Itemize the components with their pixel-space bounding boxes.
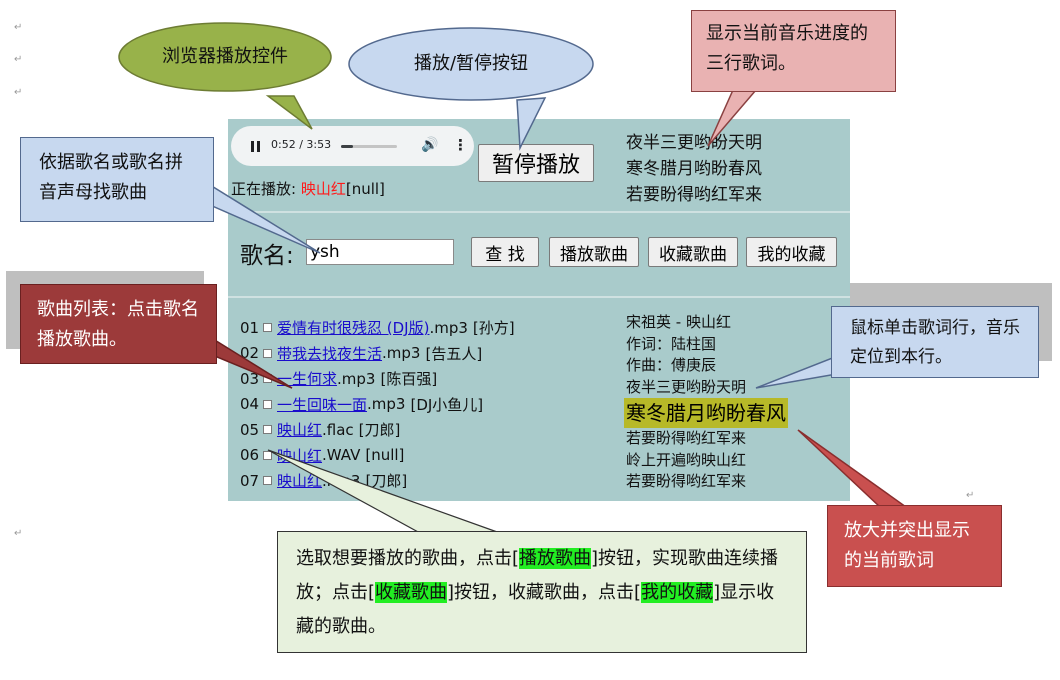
song-checkbox[interactable]: [263, 476, 272, 486]
song-link[interactable]: 一生回味一面: [277, 395, 368, 414]
paragraph-mark: ↵: [966, 490, 975, 501]
song-ext: .mp3: [337, 369, 376, 388]
audio-progress-bar[interactable]: [341, 145, 397, 148]
song-checkbox[interactable]: [263, 399, 272, 409]
my-favorites-button[interactable]: 我的收藏: [746, 237, 837, 267]
audio-time: 0:52 / 3:53: [271, 138, 332, 151]
callout-search-tip: 依据歌名或歌名拼音声母找歌曲: [20, 137, 214, 222]
song-ext: .flac: [322, 420, 354, 439]
now-playing-label: 正在播放:: [231, 180, 297, 198]
volume-icon[interactable]: 🔊: [421, 137, 439, 153]
divider-mid: [228, 296, 850, 298]
song-checkbox[interactable]: [263, 450, 272, 460]
song-link[interactable]: 映山红: [277, 446, 323, 465]
lyric-line[interactable]: 若要盼得哟红军来: [626, 429, 747, 447]
song-number: 07: [240, 471, 260, 490]
song-checkbox[interactable]: [263, 323, 272, 333]
callout-bottom-highlight-collect: 收藏歌曲: [375, 582, 448, 603]
song-ext: .mp3: [322, 471, 361, 490]
song-artist: [刀郎]: [365, 472, 408, 491]
top-lyric-prev: 夜半三更哟盼天明: [626, 133, 762, 153]
song-number: 06: [240, 446, 260, 465]
now-playing-artist: [null]: [345, 180, 385, 198]
song-number: 04: [240, 395, 260, 414]
lyric-line-current[interactable]: 寒冬腊月哟盼春风: [624, 398, 788, 428]
pause-play-button[interactable]: 暂停播放: [478, 144, 594, 182]
song-row: 03 一生何求.mp3[陈百强]: [240, 366, 600, 392]
paragraph-mark: ↵: [14, 87, 23, 98]
callout-bottom-highlight-fav: 我的收藏: [641, 582, 714, 603]
song-link[interactable]: 爱情有时很残忍 (DJ版): [277, 319, 430, 338]
paragraph-mark: ↵: [14, 54, 23, 65]
callout-lyric-click: 鼠标单击歌词行，音乐定位到本行。: [831, 306, 1039, 378]
top-lyric-next: 若要盼得哟红军来: [626, 185, 762, 205]
lyric-line[interactable]: 岭上开遍哟映山红: [626, 450, 747, 469]
song-row: 06 映山红.WAV[null]: [240, 443, 600, 469]
song-number: 03: [240, 369, 260, 388]
callout-bottom-text-1: 选取想要播放的歌曲，点击[: [296, 548, 520, 569]
song-row: 07 映山红.mp3[刀郎]: [240, 468, 600, 494]
paragraph-mark: ↵: [14, 528, 23, 539]
paragraph-mark: ↵: [14, 22, 23, 33]
song-checkbox[interactable]: [263, 425, 272, 435]
song-row: 04 一生回味一面.mp3[DJ小鱼儿]: [240, 392, 600, 418]
more-options-icon[interactable]: ⋮: [453, 136, 468, 154]
callout-song-list: 歌曲列表：点击歌名播放歌曲。: [20, 284, 217, 364]
collect-songs-button[interactable]: 收藏歌曲: [648, 237, 738, 267]
song-ext: .mp3: [367, 395, 406, 414]
find-button[interactable]: 查 找: [471, 237, 539, 267]
song-artist: [null]: [365, 446, 405, 465]
top-lyric-current: 寒冬腊月哟盼春风: [626, 159, 762, 179]
lyric-line[interactable]: 作词：陆柱国: [626, 334, 717, 353]
lyrics-panel: 宋祖英 - 映山红作词：陆柱国作曲：傅庚辰夜半三更哟盼天明寒冬腊月哟盼春风若要盼…: [624, 312, 846, 493]
song-link[interactable]: 一生何求: [277, 370, 338, 389]
song-row: 05 映山红.flac[刀郎]: [240, 417, 600, 443]
song-ext: .mp3: [429, 318, 468, 337]
callout-bottom-text-3: ]按钮，收藏歌曲，点击[: [447, 582, 642, 603]
song-row: 01 爱情有时很残忍 (DJ版).mp3[孙方]: [240, 315, 600, 341]
callout-bottom: 选取想要播放的歌曲，点击[播放歌曲]按钮，实现歌曲连续播放；点击[收藏歌曲]按钮…: [277, 531, 807, 653]
divider-top: [228, 211, 850, 213]
song-artist: [刀郎]: [358, 421, 401, 440]
song-artist: [DJ小鱼儿]: [410, 395, 484, 414]
now-playing: 正在播放: 映山红[null]: [231, 178, 385, 199]
lyric-line[interactable]: 作曲：傅庚辰: [626, 356, 717, 374]
song-link[interactable]: 映山红: [277, 472, 323, 491]
music-player-app: 0:52 / 3:53 🔊 ⋮ 正在播放: 映山红[null] 暂停播放 夜半三…: [228, 119, 850, 501]
song-ext: .mp3: [382, 344, 421, 363]
song-link[interactable]: 映山红: [277, 421, 323, 440]
song-row: 02 带我去找夜生活.mp3[告五人]: [240, 341, 600, 367]
song-artist: [告五人]: [425, 344, 483, 363]
callout-bottom-text-2: ]按钮，实现歌曲连续播放；点击[: [296, 548, 779, 603]
now-playing-song: 映山红: [300, 180, 346, 198]
song-artist: [陈百强]: [380, 370, 438, 389]
lyric-line[interactable]: 宋祖英 - 映山红: [626, 313, 731, 331]
play-songs-button[interactable]: 播放歌曲: [549, 237, 639, 267]
callout-bottom-text-4: ]显示收藏的歌曲。: [296, 582, 775, 637]
song-ext: .WAV: [322, 446, 361, 465]
lyric-line[interactable]: 夜半三更哟盼天明: [626, 377, 747, 396]
song-checkbox[interactable]: [263, 348, 272, 358]
audio-progress-fill: [341, 145, 354, 148]
song-name-label: 歌名:: [240, 243, 294, 269]
callout-enlarge: 放大并突出显示的当前歌词: [827, 505, 1002, 587]
audio-player[interactable]: 0:52 / 3:53 🔊 ⋮: [231, 126, 474, 166]
callout-browser-controls: 浏览器播放控件: [162, 46, 288, 67]
song-number: 01: [240, 318, 260, 337]
callout-play-pause: 播放/暂停按钮: [413, 53, 529, 74]
song-link[interactable]: 带我去找夜生活: [277, 344, 383, 363]
song-number: 02: [240, 344, 260, 363]
callout-bottom-highlight-play: 播放歌曲: [519, 548, 592, 569]
pause-icon[interactable]: [251, 141, 260, 152]
callout-three-lines: 显示当前音乐进度的三行歌词。: [691, 10, 896, 92]
song-number: 05: [240, 420, 260, 439]
search-input[interactable]: [306, 239, 454, 265]
song-checkbox[interactable]: [263, 374, 272, 384]
lyric-line[interactable]: 若要盼得哟红军来: [626, 472, 747, 490]
song-artist: [孙方]: [472, 319, 515, 338]
